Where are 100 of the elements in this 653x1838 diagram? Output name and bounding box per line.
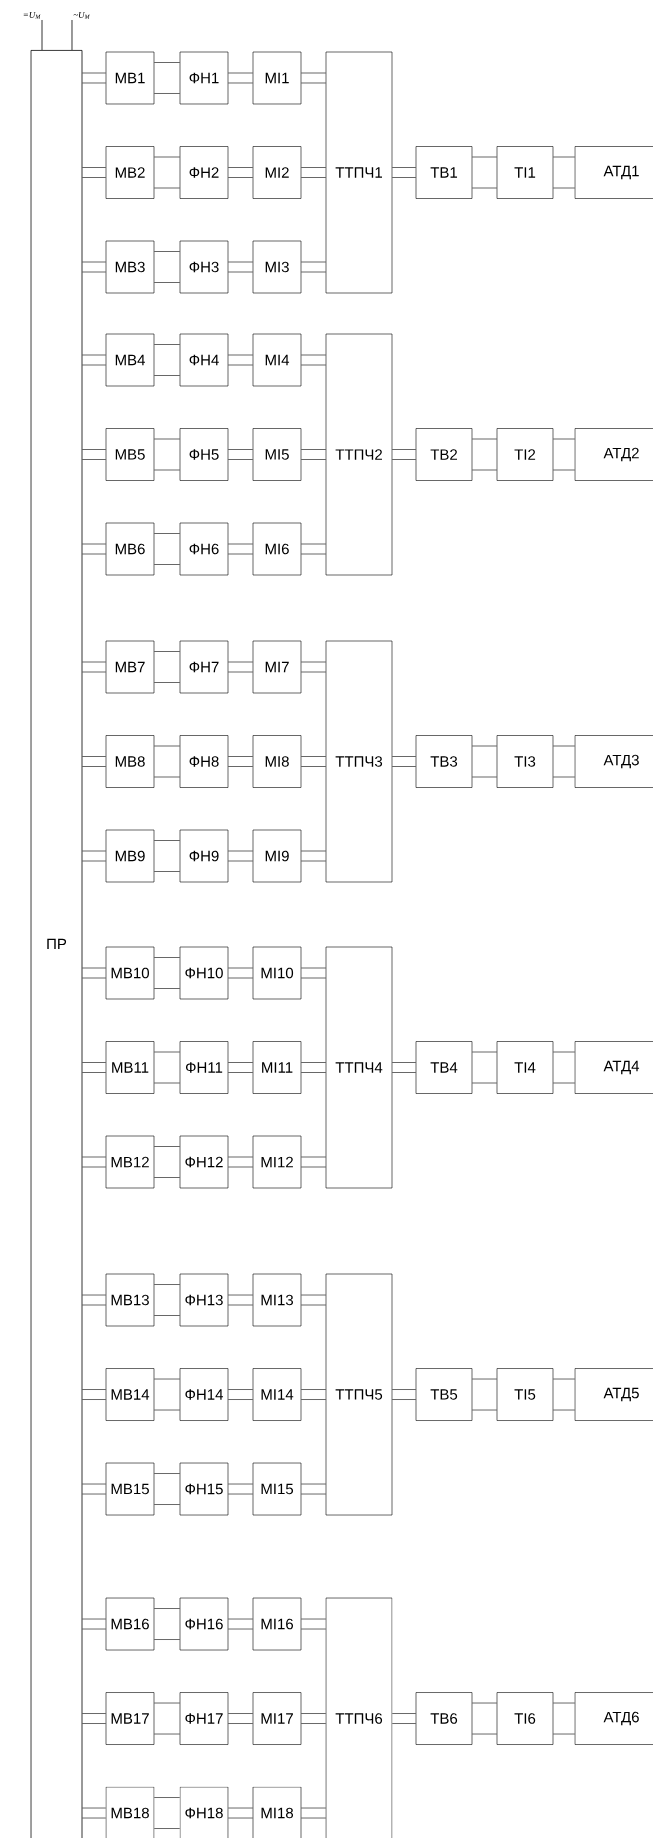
block-box: МІ11	[252, 1041, 302, 1094]
block-box: МВ13	[105, 1273, 155, 1327]
block-box: МІ4	[252, 333, 302, 387]
block-box: ТІ1	[496, 146, 554, 199]
block-box: ФН13	[179, 1273, 229, 1327]
connector	[154, 156, 180, 189]
connector	[301, 1156, 326, 1168]
converter-box: ТТПЧ6	[325, 1597, 393, 1838]
block-box: МВ6	[105, 522, 155, 576]
block-box: ФН7	[179, 640, 229, 694]
connector	[301, 167, 326, 178]
block-box: МВ2	[105, 146, 155, 199]
block-box: МВ16	[105, 1597, 155, 1651]
connector	[154, 251, 180, 283]
connector	[301, 354, 326, 366]
motor-box: АТД1	[574, 146, 653, 199]
block-box: ФН8	[179, 735, 229, 788]
connector	[228, 1294, 253, 1306]
connector	[82, 72, 106, 84]
block-box: МВ12	[105, 1135, 155, 1189]
block-box: МВ8	[105, 735, 155, 788]
block-box: МВ10	[105, 946, 155, 1000]
block-box: МІ5	[252, 428, 302, 481]
motor-box: АТД3	[574, 735, 653, 788]
connector	[228, 543, 253, 555]
connector	[228, 1483, 253, 1495]
connector	[82, 1294, 106, 1306]
connector	[154, 651, 180, 683]
connector	[82, 1618, 106, 1630]
connector	[154, 344, 180, 376]
connector	[301, 1618, 326, 1630]
power-box: ПР	[30, 50, 83, 1838]
connector	[472, 1378, 497, 1411]
connector	[154, 957, 180, 989]
connector	[301, 1713, 326, 1724]
converter-box: ТТПЧ3	[325, 640, 393, 883]
block-box: МВ11	[105, 1041, 155, 1094]
connector	[301, 850, 326, 862]
voltage-label: =U$_{M}$	[23, 11, 41, 19]
connector	[228, 1389, 253, 1400]
block-box: ФН11	[179, 1041, 229, 1094]
connector	[553, 745, 575, 778]
connector	[154, 533, 180, 565]
block-box: МІ12	[252, 1135, 302, 1189]
connector	[301, 1294, 326, 1306]
connector	[82, 850, 106, 862]
block-box: МІ10	[252, 946, 302, 1000]
block-box: МІ17	[252, 1692, 302, 1745]
converter-box: ТТПЧ5	[325, 1273, 393, 1516]
block-box: МВ9	[105, 829, 155, 883]
block-box: ФН1	[179, 51, 229, 105]
block-box: ФН16	[179, 1597, 229, 1651]
connector	[228, 661, 253, 673]
connector	[228, 1618, 253, 1630]
converter-box: ТТПЧ2	[325, 333, 393, 576]
connector	[228, 261, 253, 273]
block-box: ТІ2	[496, 428, 554, 481]
block-box: МІ14	[252, 1368, 302, 1421]
motor-box: АТД5	[574, 1368, 653, 1421]
block-box: МІ1	[252, 51, 302, 105]
block-box: ФН6	[179, 522, 229, 576]
connector	[472, 745, 497, 778]
connector	[154, 1284, 180, 1316]
block-box: ФН15	[179, 1462, 229, 1516]
connector	[82, 354, 106, 366]
block-box: МІ2	[252, 146, 302, 199]
connector	[82, 1389, 106, 1400]
connector	[392, 1713, 416, 1724]
connector	[392, 1389, 416, 1400]
block-box: МВ4	[105, 333, 155, 387]
connector	[154, 1051, 180, 1084]
connector	[472, 1051, 497, 1084]
converter-box: ТТПЧ4	[325, 946, 393, 1189]
block-box: МІ3	[252, 240, 302, 294]
connector	[154, 1608, 180, 1640]
connector	[228, 756, 253, 767]
connector	[301, 756, 326, 767]
block-box: ФН17	[179, 1692, 229, 1745]
connector	[82, 261, 106, 273]
connector	[301, 1389, 326, 1400]
block-box: МВ7	[105, 640, 155, 694]
connector	[41, 19, 43, 51]
block-box: ФН18	[179, 1786, 229, 1838]
connector	[301, 967, 326, 979]
block-box: МІ7	[252, 640, 302, 694]
block-box: МІ8	[252, 735, 302, 788]
block-box: ТВ1	[415, 146, 473, 199]
connector	[154, 1378, 180, 1411]
connector	[472, 1702, 497, 1735]
block-box: МВ14	[105, 1368, 155, 1421]
connector	[228, 1807, 253, 1819]
block-box: ТВ2	[415, 428, 473, 481]
block-box: ФН5	[179, 428, 229, 481]
block-box: ФН4	[179, 333, 229, 387]
connector	[392, 1062, 416, 1073]
block-box: ТВ5	[415, 1368, 473, 1421]
block-box: МВ5	[105, 428, 155, 481]
connector	[392, 449, 416, 460]
connector	[82, 1483, 106, 1495]
connector	[228, 354, 253, 366]
